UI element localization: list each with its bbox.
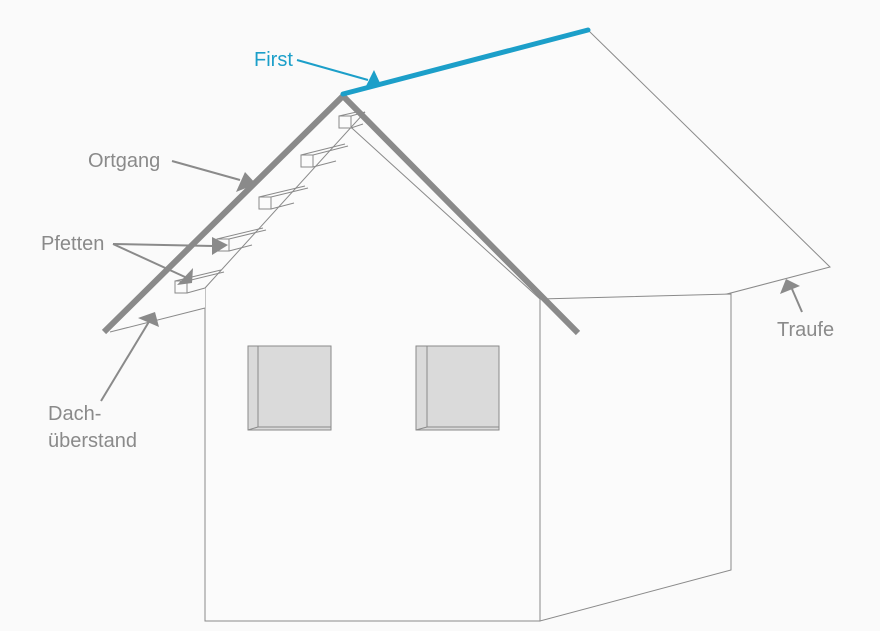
purlin-3	[258, 185, 309, 210]
window-right	[415, 345, 500, 431]
leader-pfetten-1	[112, 237, 228, 255]
purlin-2	[300, 143, 349, 168]
label-dachueberstand-line1: Dach-	[48, 403, 101, 425]
label-traufe: Traufe	[777, 319, 834, 341]
leader-pfetten-2	[112, 243, 193, 285]
leader-traufe	[780, 279, 803, 313]
first-ridge-line	[340, 27, 591, 97]
window-left	[247, 345, 332, 431]
leader-ortgang	[171, 160, 256, 192]
overhang-inner-edge	[204, 111, 366, 289]
right-side-wall	[539, 293, 732, 622]
leader-first	[296, 59, 380, 88]
label-first: First	[254, 49, 293, 71]
overhang-bottom-edge	[109, 307, 206, 333]
label-dachueberstand-line2: überstand	[48, 430, 137, 452]
label-ortgang: Ortgang	[88, 150, 160, 172]
label-pfetten: Pfetten	[41, 233, 104, 255]
leader-dachueberstand	[100, 312, 159, 402]
